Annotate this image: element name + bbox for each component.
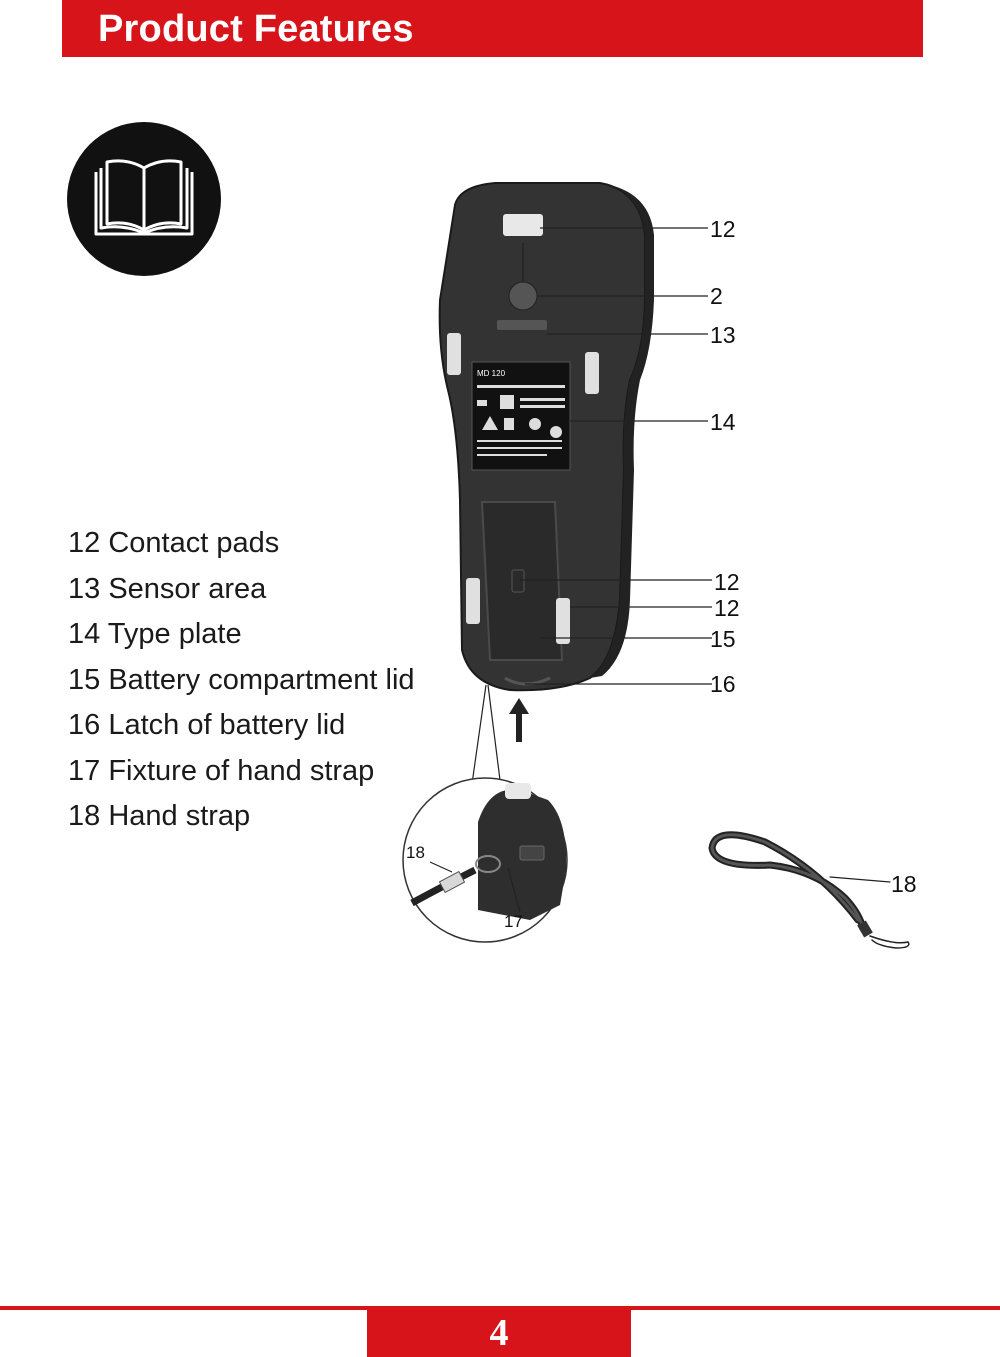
callout-12-mid: 12 — [714, 569, 740, 595]
callout-12-top: 12 — [710, 216, 736, 242]
type-plate — [471, 361, 571, 471]
legend-item-type-plate: 14 Type plate — [68, 618, 242, 650]
arrow-up-icon — [509, 698, 529, 742]
callout-18-strap: 18 — [891, 871, 917, 897]
page-title: Product Features — [98, 8, 414, 50]
hand-strap — [708, 831, 910, 949]
legend-item-hand-strap: 18 Hand strap — [68, 800, 251, 832]
page-number: 4 — [489, 1312, 509, 1354]
contact-pad-top — [503, 214, 543, 236]
legend-item-contact-pads: 12 Contact pads — [68, 527, 280, 559]
callout-17-detail: 17 — [504, 912, 523, 931]
contact-pad-left — [447, 333, 461, 375]
footer-rule — [0, 1306, 1000, 1310]
callout-14: 14 — [710, 409, 736, 435]
footer-tab: 4 — [367, 1310, 631, 1357]
legend-item-battery-latch: 16 Latch of battery lid — [68, 709, 346, 741]
lens — [508, 281, 538, 311]
legend-item-strap-fixture: 17 Fixture of hand strap — [68, 754, 375, 787]
callout-15: 15 — [710, 626, 736, 652]
contact-pad-bottom-left — [466, 578, 480, 624]
device-body — [438, 182, 646, 692]
callout-13: 13 — [710, 322, 736, 348]
battery-latch — [504, 676, 551, 686]
contact-pad-right — [585, 352, 599, 394]
strap-fixture-detail — [402, 777, 568, 943]
contact-pad-bottom-right — [556, 598, 570, 644]
feature-legend: 12 Contact pads 13 Sensor area 14 Type p… — [68, 521, 415, 840]
type-plate-model: MD 120 — [477, 369, 506, 378]
callout-16: 16 — [710, 671, 736, 697]
callout-12-low: 12 — [714, 595, 740, 621]
callout-18-detail: 18 — [406, 843, 425, 862]
open-book-icon — [67, 122, 221, 276]
battery-lid — [480, 501, 564, 661]
legend-item-battery-lid: 15 Battery compartment lid — [68, 663, 415, 696]
callout-2: 2 — [710, 283, 723, 309]
header-bar: Product Features — [62, 0, 923, 57]
legend-item-sensor-area: 13 Sensor area — [68, 572, 267, 605]
